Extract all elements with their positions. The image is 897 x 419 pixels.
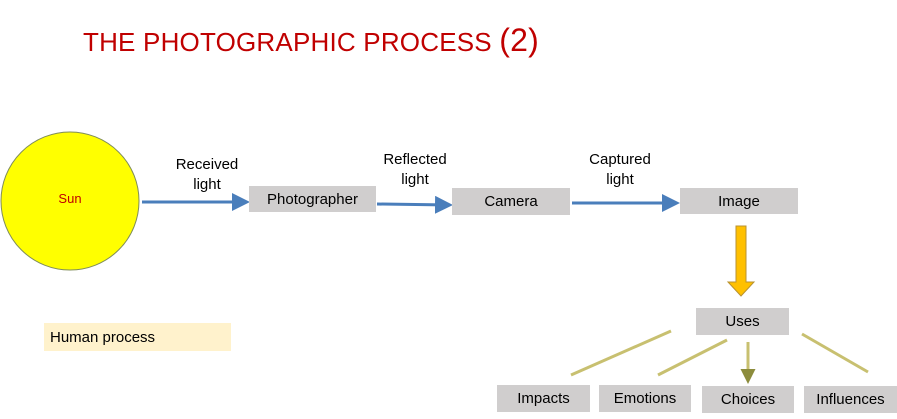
sun-circle: [0, 131, 140, 271]
camera-box: Camera: [452, 188, 570, 215]
influences-box: Influences: [804, 386, 897, 413]
reflected-light-arrow: [376, 195, 453, 214]
image-box: Image: [680, 188, 798, 214]
image-to-uses-arrow: [726, 225, 756, 297]
uses-to-influences-line: [801, 332, 869, 374]
photographer-box: Photographer: [249, 186, 376, 212]
emotions-box: Emotions: [599, 385, 691, 412]
sun-label: Sun: [58, 191, 82, 206]
title-text: THE PHOTOGRAPHIC PROCESS: [83, 27, 492, 57]
uses-to-emotions-line: [657, 338, 728, 377]
impacts-box: Impacts: [497, 385, 590, 412]
title-number: (2): [499, 22, 539, 58]
page-title: THE PHOTOGRAPHIC PROCESS (2): [83, 22, 539, 59]
human-process-legend: Human process: [44, 323, 231, 351]
uses-box: Uses: [696, 308, 789, 335]
uses-to-impacts-line: [570, 329, 672, 377]
choices-box: Choices: [702, 386, 794, 413]
